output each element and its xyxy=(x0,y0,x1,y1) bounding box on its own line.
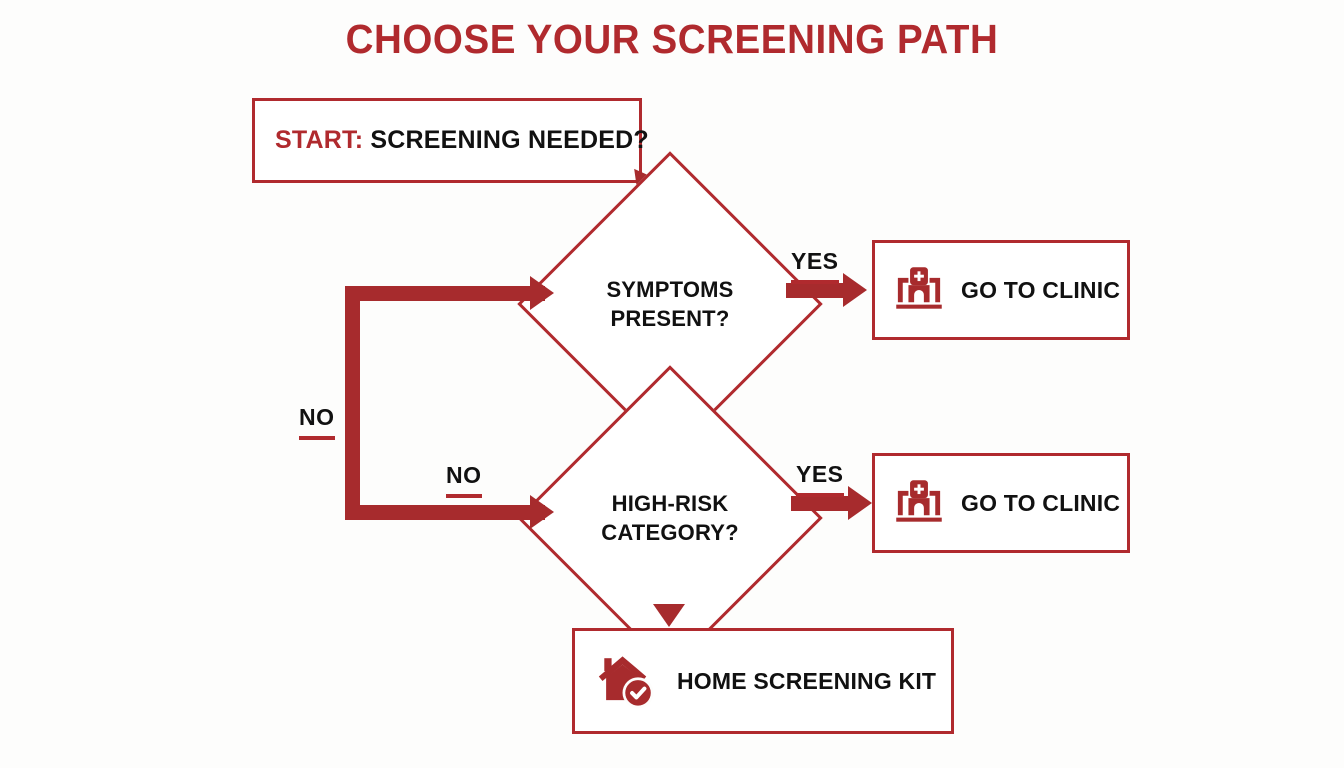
decision-high-risk-text: HIGH-RISK CATEGORY? xyxy=(562,410,778,626)
edge-label-high-risk-no: NO xyxy=(446,462,482,498)
decision-symptoms-text: SYMPTOMS PRESENT? xyxy=(562,196,778,412)
arrowhead-yes-to-clinic-bottom xyxy=(848,486,872,520)
home-check-icon xyxy=(598,656,654,709)
arrowhead-no-to-symptoms xyxy=(530,276,554,310)
decision-symptoms-line2: PRESENT? xyxy=(610,306,730,331)
node-decision-high-risk[interactable]: HIGH-RISK CATEGORY? xyxy=(517,365,823,671)
home-kit-label: HOME SCREENING KIT xyxy=(677,667,937,694)
start-keyword: START: xyxy=(275,126,364,154)
connector-yes-to-clinic-bottom xyxy=(791,496,853,511)
arrowhead-to-home-kit xyxy=(653,604,685,627)
clinic-top-label: GO TO CLINIC xyxy=(961,276,1121,303)
arrowhead-no-to-high-risk xyxy=(530,495,554,529)
node-decision-symptoms[interactable]: SYMPTOMS PRESENT? xyxy=(517,151,823,457)
arrowhead-yes-to-clinic-top xyxy=(843,273,867,307)
page-title: CHOOSE YOUR SCREENING PATH xyxy=(345,16,999,62)
edge-label-symptoms-yes: YES xyxy=(791,248,839,284)
node-start[interactable]: START: SCREENING NEEDED? xyxy=(252,98,649,183)
node-home-kit[interactable]: HOME SCREENING KIT xyxy=(572,628,954,734)
connector-no-vertical xyxy=(345,286,360,520)
decision-high-risk-line1: HIGH-RISK xyxy=(611,490,729,516)
connector-yes-to-clinic-top xyxy=(786,283,848,298)
decision-symptoms-line1: SYMPTOMS xyxy=(606,276,734,302)
hospital-icon xyxy=(896,267,942,309)
start-box-text: START: SCREENING NEEDED? xyxy=(275,126,649,155)
hospital-icon xyxy=(896,480,942,522)
edge-label-high-risk-yes: YES xyxy=(796,461,844,497)
connector-no-to-symptoms xyxy=(345,286,545,301)
clinic-bottom-label: GO TO CLINIC xyxy=(961,489,1121,516)
node-clinic-top[interactable]: GO TO CLINIC xyxy=(872,240,1130,340)
start-question: SCREENING NEEDED? xyxy=(370,126,649,154)
edge-label-symptoms-no: NO xyxy=(299,404,335,440)
connector-no-to-high-risk xyxy=(345,505,545,520)
decision-high-risk-line2: CATEGORY? xyxy=(601,520,739,545)
node-clinic-bottom[interactable]: GO TO CLINIC xyxy=(872,453,1130,553)
